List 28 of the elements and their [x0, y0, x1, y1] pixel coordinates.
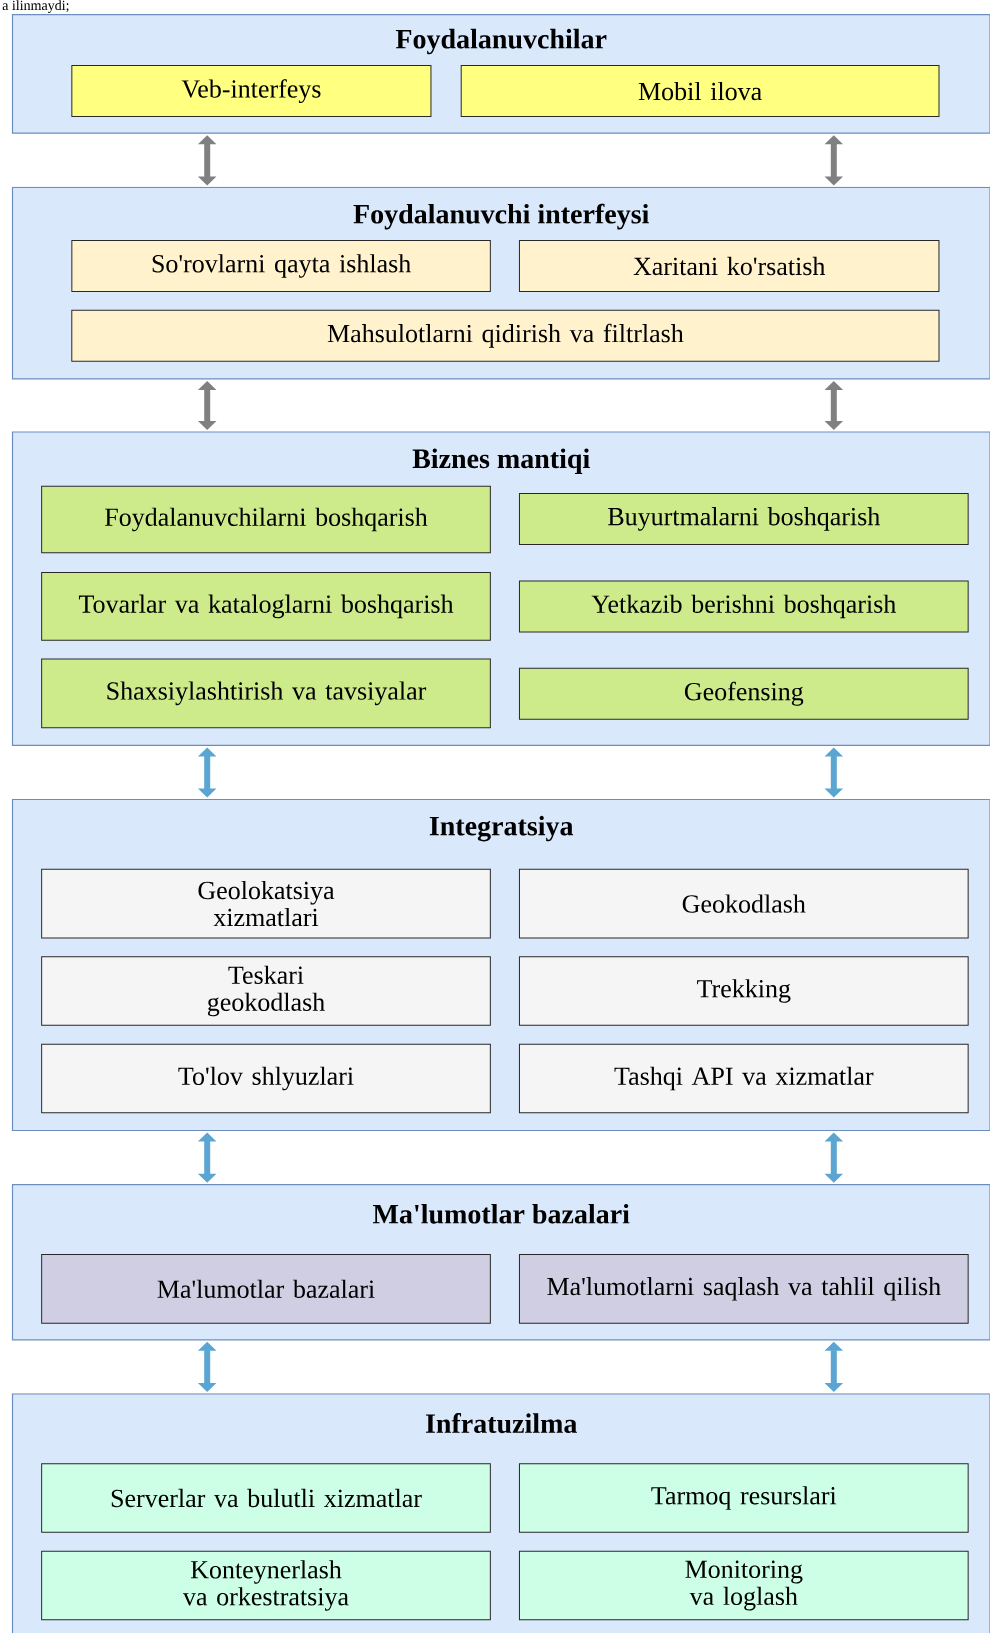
- component-box: Serverlar va bulutli xizmatlar: [41, 1463, 491, 1533]
- component-box: So'rovlarni qayta ishlash: [71, 240, 491, 292]
- component-box: Geokodlash: [518, 868, 969, 939]
- page-note: a ilinmaydi;: [2, 0, 69, 13]
- component-box: Geofensing: [518, 667, 969, 720]
- component-box: Konteynerlash va orkestratsiya: [41, 1550, 491, 1621]
- component-box: Foydalanuvchilarni boshqarish: [41, 485, 491, 554]
- component-box: Ma'lumotlarni saqlash va tahlil qilish: [518, 1253, 969, 1324]
- component-box: Mahsulotlarni qidirish va filtrlash: [71, 309, 940, 362]
- component-box: Tovarlar va kataloglarni boshqarish: [41, 572, 491, 641]
- component-box: Buyurtmalarni boshqarish: [518, 492, 969, 545]
- double-arrow: [824, 747, 844, 798]
- component-box: Teskari geokodlash: [41, 956, 491, 1026]
- component-box: Monitoring va loglash: [518, 1550, 969, 1621]
- double-arrow: [197, 747, 217, 798]
- component-box: Yetkazib berishni boshqarish: [518, 580, 969, 633]
- component-box: Veb-interfeys: [71, 65, 432, 118]
- component-box: Trekking: [518, 956, 969, 1026]
- component-box: Mobil ilova: [460, 65, 940, 118]
- component-box: Shaxsiylashtirish va tavsiyalar: [41, 658, 491, 729]
- component-box: Ma'lumotlar bazalari: [41, 1253, 491, 1324]
- component-box: Xaritani ko'rsatish: [518, 240, 940, 292]
- component-box: To'lov shlyuzlari: [41, 1043, 491, 1114]
- component-box: Geolokatsiya xizmatlari: [41, 868, 491, 939]
- component-box: Tarmoq resurslari: [518, 1463, 969, 1533]
- double-arrow: [824, 1132, 844, 1183]
- component-box: Tashqi API va xizmatlar: [518, 1043, 969, 1114]
- double-arrow: [197, 1132, 217, 1183]
